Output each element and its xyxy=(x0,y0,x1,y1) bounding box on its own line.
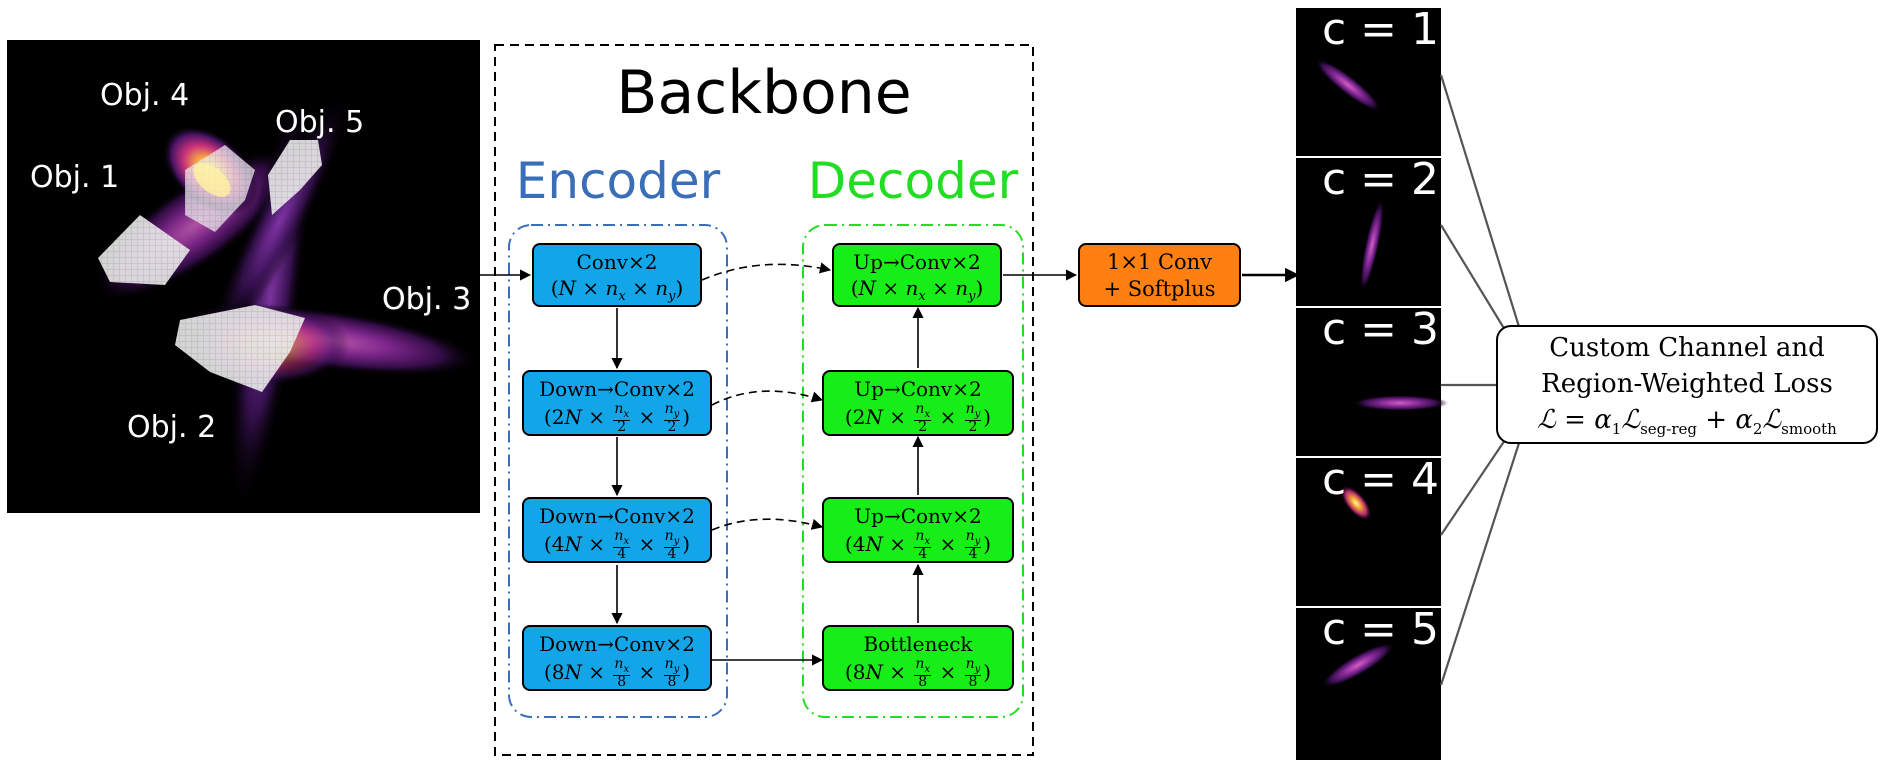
obj-3-label: Obj. 3 xyxy=(382,282,472,317)
loss-line-1: Custom Channel and xyxy=(1549,333,1825,363)
encoder-frame xyxy=(508,224,728,718)
loss-formula: ℒ = α1ℒseg-reg + α2ℒsmooth xyxy=(1537,405,1837,439)
decoder-block-op: Up→Conv×2 xyxy=(853,250,981,274)
decoder-block-op: Up→Conv×2 xyxy=(854,377,982,401)
loss-box xyxy=(1496,325,1878,444)
loss-text: Custom Channel and Region-Weighted Loss … xyxy=(1497,330,1877,447)
loss-alpha-2-sub: 2 xyxy=(1752,420,1763,439)
head-line-2: + Softplus xyxy=(1103,277,1216,301)
channel-1-label: c = 1 xyxy=(1322,4,1440,55)
obj-5-label: Obj. 5 xyxy=(275,105,365,140)
channel-5-blob xyxy=(1321,642,1395,688)
loss-term-1-sub: seg-reg xyxy=(1640,420,1697,439)
skip-2 xyxy=(711,390,824,406)
output-channels xyxy=(1296,8,1448,760)
loss-term-2: ℒ xyxy=(1762,405,1782,435)
channel-2-blob xyxy=(1359,198,1385,292)
decoder-frame xyxy=(802,224,1024,718)
channel-1-blob xyxy=(1314,58,1382,112)
input-image xyxy=(7,40,480,513)
loss-alpha-1-sub: 1 xyxy=(1611,420,1622,439)
encoder-block-shape: (N × nx × ny) xyxy=(550,276,684,304)
decoder-block-op: Bottleneck xyxy=(863,632,973,656)
encoder-block-op: Conv×2 xyxy=(576,250,658,274)
encoder-title: Encoder xyxy=(515,152,721,210)
loss-term-2-sub: smooth xyxy=(1781,420,1837,439)
loss-alpha-2: α xyxy=(1735,405,1753,435)
encoder-block-1: Conv×2(N × nx × ny) xyxy=(532,243,702,307)
head-block: 1×1 Conv + Softplus xyxy=(1078,243,1241,307)
loss-line-2: Region-Weighted Loss xyxy=(1541,369,1833,399)
encoder-block-op: Down→Conv×2 xyxy=(539,632,695,656)
skip-3 xyxy=(711,518,824,531)
decoder-block-1: Up→Conv×2(N × nx × ny) xyxy=(832,243,1002,307)
channel-2-label: c = 2 xyxy=(1322,154,1440,205)
skip-1 xyxy=(701,262,832,281)
head-line-1: 1×1 Conv xyxy=(1106,250,1213,274)
backbone-title: Backbone xyxy=(616,58,912,128)
channel-3-label: c = 3 xyxy=(1322,304,1440,355)
encoder-block-op: Down→Conv×2 xyxy=(539,504,695,528)
decoder-title: Decoder xyxy=(807,152,1019,210)
channel-3-blob xyxy=(1352,395,1448,411)
obj-4-label: Obj. 4 xyxy=(100,78,190,113)
loss-alpha-1: α xyxy=(1594,405,1612,435)
channel-4-blob xyxy=(1339,484,1373,522)
loss-term-1: ℒ xyxy=(1621,405,1641,435)
decoder-block-op: Up→Conv×2 xyxy=(854,504,982,528)
decoder-block-shape: (N × nx × ny) xyxy=(850,276,984,304)
encoder-block-op: Down→Conv×2 xyxy=(539,377,695,401)
backbone-frame xyxy=(494,44,1034,756)
obj-2-label: Obj. 2 xyxy=(127,410,217,445)
channel-5-label: c = 5 xyxy=(1322,604,1440,655)
loss-lhs: ℒ xyxy=(1537,405,1556,435)
obj-1-label: Obj. 1 xyxy=(30,160,120,195)
loss-connectors xyxy=(1439,74,1522,686)
channel-4-label: c = 4 xyxy=(1322,454,1440,505)
